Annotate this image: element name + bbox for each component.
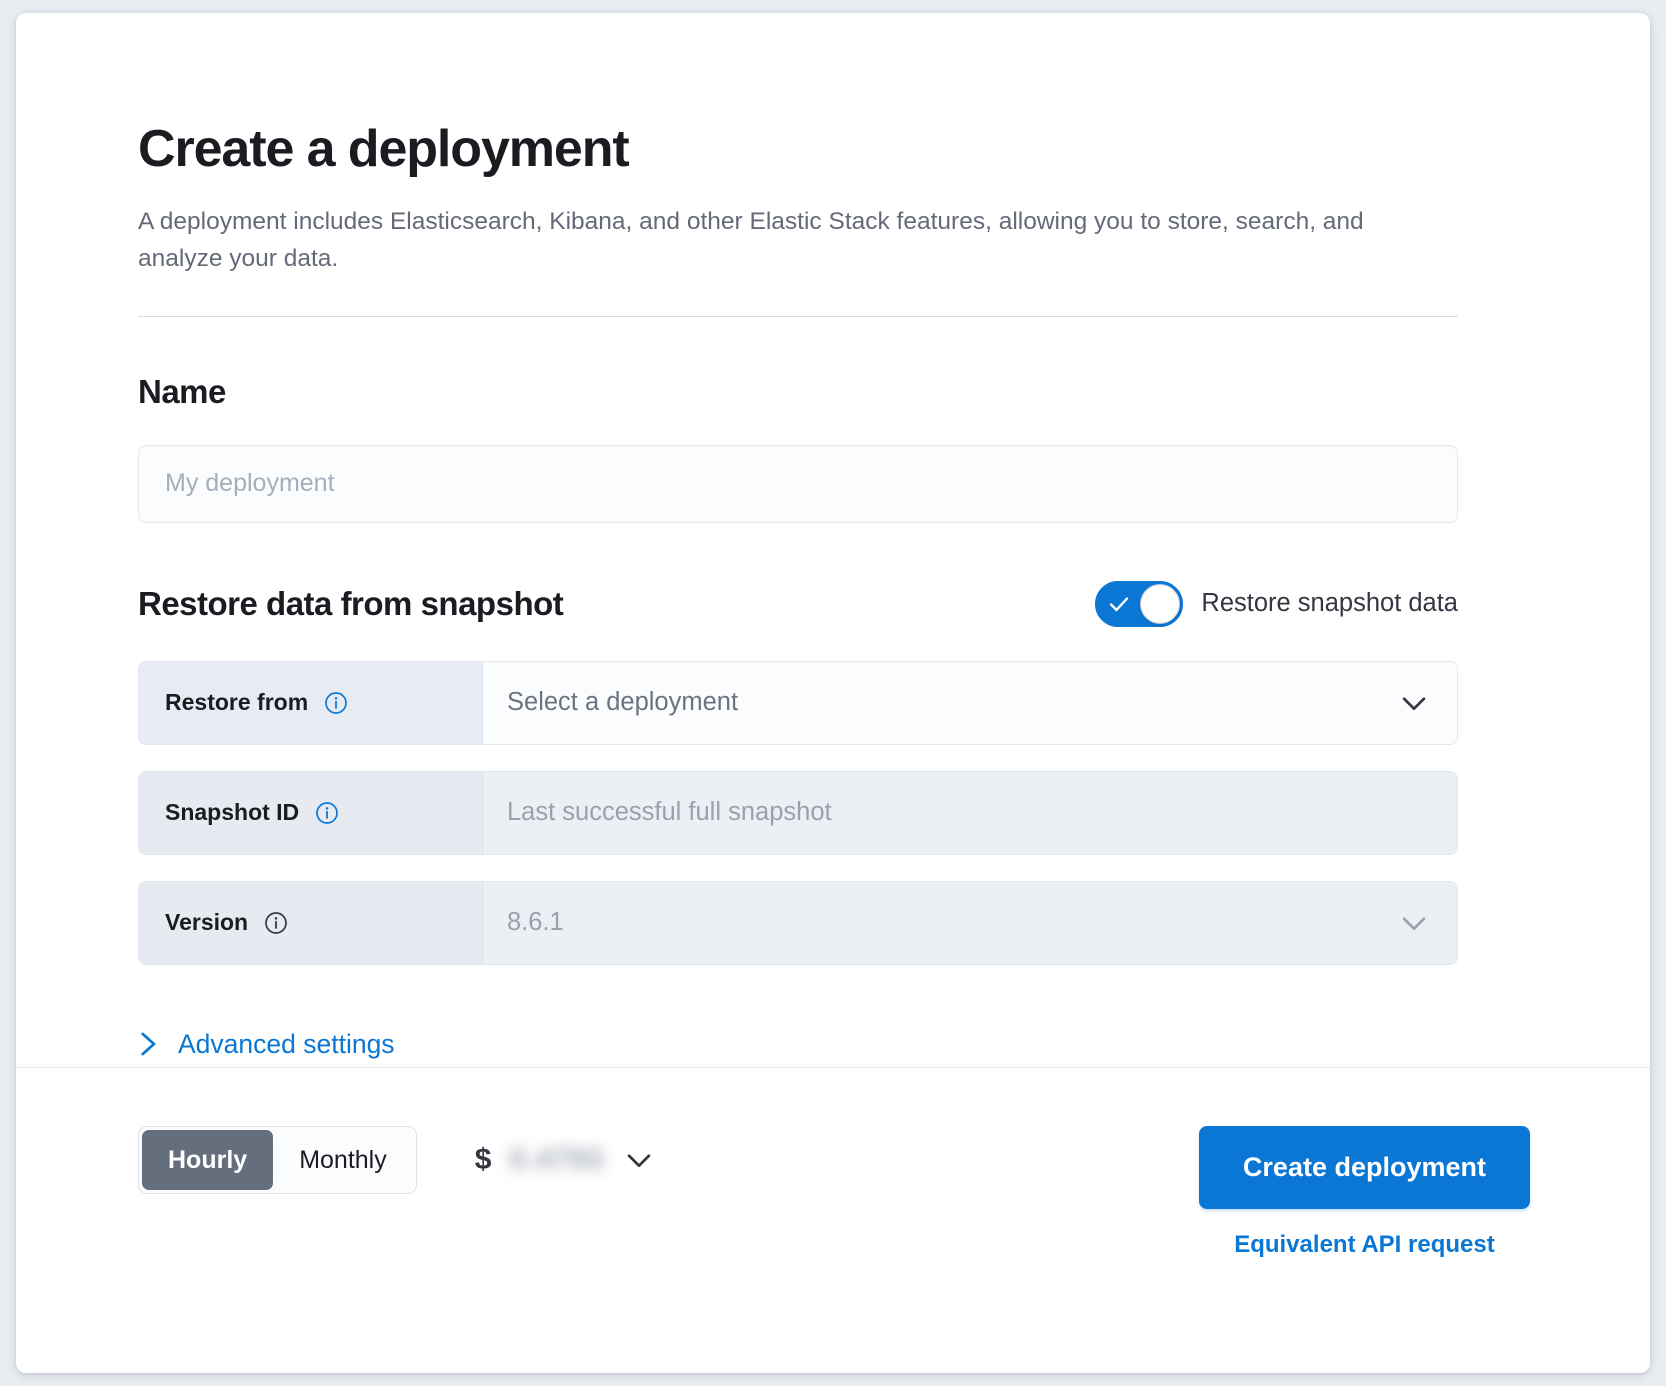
page-title: Create a deployment [138,120,630,178]
billing-period-segmented-control[interactable]: Hourly Monthly [138,1126,417,1194]
advanced-settings-label: Advanced settings [178,1028,395,1059]
info-icon[interactable] [264,911,288,935]
create-deployment-card: Create a deployment A deployment include… [16,13,1650,1373]
deployment-name-placeholder: My deployment [165,469,335,498]
price-amount: 0.4793 [509,1143,605,1176]
chevron-down-icon[interactable] [1397,686,1431,720]
name-section-title: Name [138,372,226,410]
advanced-settings-link[interactable]: Advanced settings [138,1029,395,1060]
create-deployment-button[interactable]: Create deployment [1198,1126,1530,1209]
billing-option-hourly[interactable]: Hourly [142,1130,274,1190]
deployment-name-input[interactable]: My deployment [138,444,1458,523]
restore-from-label: Restore from [165,689,309,716]
checkmark-icon [1110,596,1129,611]
version-row: Version 8.6.1 [138,880,1458,965]
restore-from-select[interactable]: Select a deployment [483,661,1457,744]
version-label: Version [165,909,249,936]
version-value: 8.6.1 [507,908,564,937]
billing-option-monthly[interactable]: Monthly [299,1145,387,1174]
header-divider [138,315,1458,317]
info-icon[interactable] [315,801,339,825]
restore-from-label-box: Restore from [139,661,483,744]
restore-snapshot-toggle-label: Restore snapshot data [1201,589,1458,618]
restore-section-title: Restore data from snapshot [138,584,564,622]
chevron-right-icon [141,1032,156,1056]
info-icon[interactable] [324,691,348,715]
chevron-down-icon[interactable] [622,1143,656,1177]
restore-snapshot-toggle-group[interactable]: Restore snapshot data [1095,580,1458,627]
footer-bar: Hourly Monthly $ 0.4793 Create deploymen… [16,1067,1650,1373]
card-body: Create a deployment A deployment include… [16,13,1650,1064]
restore-from-row[interactable]: Restore from Select a deployment [138,660,1458,745]
snapshot-id-input: Last successful full snapshot [483,771,1457,854]
snapshot-id-value: Last successful full snapshot [507,798,832,827]
equivalent-api-request-link[interactable]: Equivalent API request [1234,1231,1495,1258]
restore-snapshot-toggle[interactable] [1095,580,1184,627]
version-label-box: Version [139,881,483,964]
snapshot-id-label: Snapshot ID [165,799,300,826]
restore-section-header: Restore data from snapshot Restore snaps… [138,580,1458,627]
footer-left-group: Hourly Monthly $ 0.4793 [138,1126,656,1194]
restore-from-value: Select a deployment [507,688,739,717]
name-section: Name My deployment [138,373,1530,523]
chevron-down-icon [1402,917,1426,930]
footer-right-group: Create deployment Equivalent API request [1198,1126,1530,1259]
version-select: 8.6.1 [483,881,1457,964]
price-currency-symbol: $ [474,1143,492,1176]
toggle-knob [1140,583,1181,624]
price-display[interactable]: $ 0.4793 [475,1143,656,1177]
snapshot-id-label-box: Snapshot ID [139,771,483,854]
page-subtitle: A deployment includes Elasticsearch, Kib… [138,208,1364,273]
snapshot-id-row: Snapshot ID Last successful full snapsho… [138,770,1458,855]
